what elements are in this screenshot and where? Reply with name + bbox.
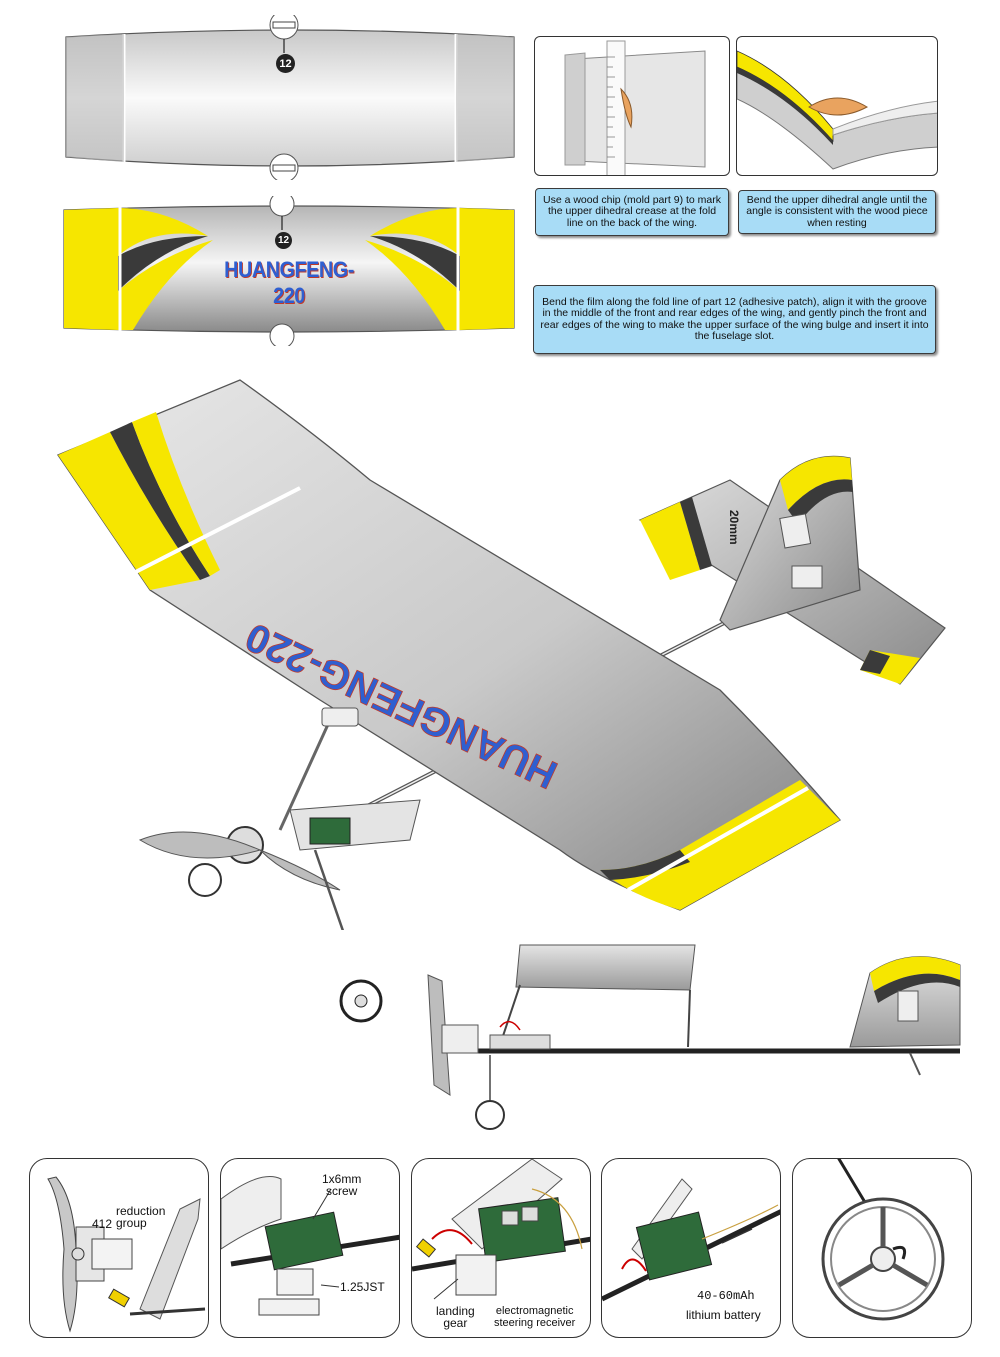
detail-wheel: [792, 1158, 972, 1338]
reduction-gear-illustration: [47, 1176, 206, 1333]
screw-label: 1x6mm screw: [322, 1172, 362, 1198]
landing-wheel: [339, 979, 383, 1023]
battery-label: lithium battery: [686, 1308, 761, 1322]
tail-mark: 20mm: [727, 510, 741, 545]
wood-chip-detail-box: [534, 36, 730, 176]
reduction-label: reduction group: [116, 1204, 166, 1230]
receiver-label: electromagnetic steering receiver: [494, 1305, 576, 1329]
caption-bend-angle: Bend the upper dihedral angle until the …: [738, 190, 936, 234]
airplane-isometric-view: 20mm HUANGFENG-220: [57, 379, 946, 930]
wing-title-text: HUANGFENG-220: [224, 257, 354, 308]
detail-reduction-group: [29, 1158, 209, 1338]
caption-bend-film: Bend the film along the fold line of par…: [533, 285, 936, 354]
battery-capacity: 40-60mAh: [697, 1289, 755, 1303]
screw-jst-illustration: [221, 1176, 399, 1316]
dihedral-detail-box: [736, 36, 938, 176]
jst-label: 1.25JST: [340, 1280, 385, 1294]
caption-wood-chip: Use a wood chip (mold part 9) to mark th…: [535, 188, 729, 236]
wing-film-decorated: [63, 196, 515, 346]
wheel-illustration: [821, 1159, 945, 1321]
part-badge-12-lower: 12: [275, 232, 292, 249]
detail-battery: [601, 1158, 781, 1338]
landing-gear-label: landing gear: [436, 1304, 475, 1330]
dihedral-detail: [737, 50, 937, 170]
airplane-side-view: [427, 944, 961, 1130]
reduction-number: 412: [92, 1217, 113, 1231]
receiver-illustration: [412, 1159, 590, 1300]
wood-chip-detail: [564, 40, 706, 175]
wing-film-plain: [65, 15, 515, 180]
detail-screw-jst: [220, 1158, 400, 1338]
battery-illustration: [602, 1178, 780, 1302]
detail-landing-receiver: [411, 1158, 591, 1338]
part-badge-12: 12: [276, 54, 295, 73]
